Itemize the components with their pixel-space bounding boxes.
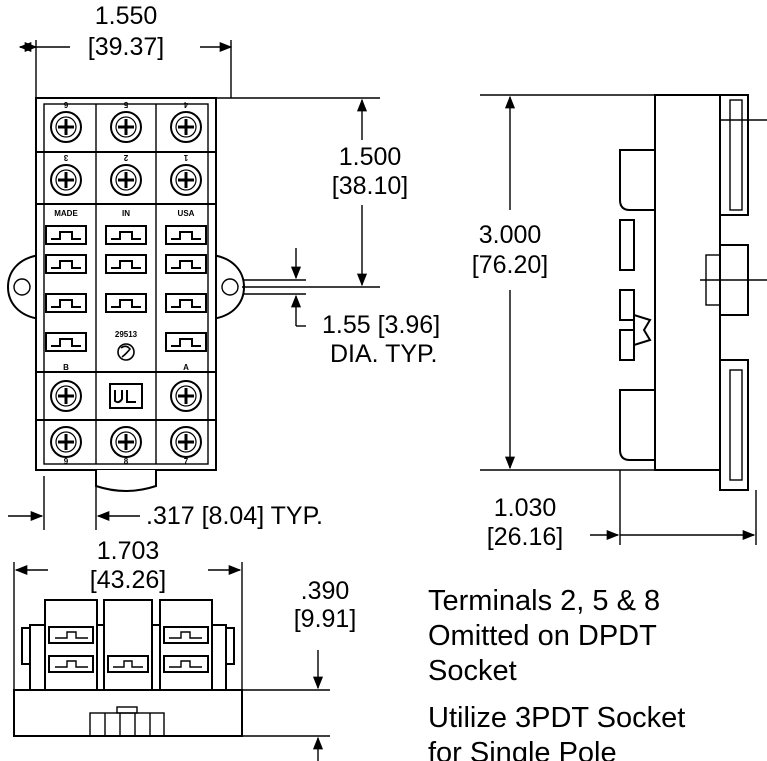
dim-hole-dia: 1.55 [3.96] <box>322 311 440 339</box>
note-line-3: Socket <box>428 655 517 687</box>
terminal-screw-7 <box>169 425 203 459</box>
dim-pitch: .317 [8.04] TYP. <box>146 502 323 530</box>
dim-depth-mm: [26.16] <box>487 523 563 551</box>
dimension-side-depth: 1.030 [26.16] <box>487 470 757 551</box>
dim-height-in: 3.000 <box>479 221 542 249</box>
terminal-screw-6 <box>49 110 83 144</box>
terminal-number-7: 7 <box>184 457 189 466</box>
dim-spacing-in: 1.500 <box>339 143 402 171</box>
terminal-number-1: 1 <box>183 153 188 162</box>
left-mounting-hole <box>13 278 31 296</box>
note-line-5: for Single Pole <box>428 737 617 761</box>
dimension-top-width: 1.550 [39.37] <box>18 2 233 98</box>
label-made: MADE <box>54 209 78 218</box>
part-number-label: 29513 <box>115 330 138 339</box>
notes: Terminals 2, 5 & 8 Omitted on DPDT Socke… <box>428 585 685 761</box>
label-in: IN <box>122 209 130 218</box>
dimension-bottom-width: 1.703 [43.26] <box>13 537 243 690</box>
bottom-view <box>13 599 243 737</box>
dimension-height: 3.000 [76.20] <box>472 94 655 471</box>
dimension-hole-diameter: 1.55 [3.96] DIA. TYP. <box>244 248 440 368</box>
dim-depth-in: 1.030 <box>494 494 557 522</box>
dim-bottom-height-in: .390 <box>301 577 350 605</box>
terminal-screw-5 <box>109 110 143 144</box>
dim-spacing-mm: [38.10] <box>332 172 408 200</box>
terminal-number-4: 4 <box>183 100 188 109</box>
terminal-screw-8 <box>109 425 143 459</box>
coil-a-label: A <box>183 363 189 372</box>
terminal-screw-4 <box>169 110 203 144</box>
terminal-number-6: 6 <box>63 100 68 109</box>
terminal-screw-b <box>49 379 83 413</box>
csa-logo-icon <box>117 343 135 361</box>
terminal-number-5: 5 <box>123 100 128 109</box>
terminal-number-3: 3 <box>63 153 68 162</box>
note-line-2: Omitted on DPDT <box>428 620 657 652</box>
terminal-screw-3 <box>49 163 83 197</box>
left-mounting-ear <box>6 253 41 321</box>
terminal-screw-9 <box>49 425 83 459</box>
dim-bottom-width-mm: [43.26] <box>90 566 166 594</box>
terminal-number-8: 8 <box>124 457 129 466</box>
terminal-screw-1 <box>169 163 203 197</box>
dim-top-width-in: 1.550 <box>95 2 158 30</box>
terminal-number-2: 2 <box>123 153 128 162</box>
right-mounting-hole <box>221 278 239 296</box>
note-line-4: Utilize 3PDT Socket <box>428 702 685 734</box>
dimension-terminal-spacing: 1.500 [38.10] <box>216 97 408 288</box>
note-line-1: Terminals 2, 5 & 8 <box>428 585 660 617</box>
terminal-screw-a <box>169 379 203 413</box>
dim-bottom-height-mm: [9.91] <box>294 605 357 633</box>
label-usa: USA <box>178 209 195 218</box>
coil-b-label: B <box>63 363 69 372</box>
dim-top-width-mm: [39.37] <box>88 33 164 61</box>
terminal-number-9: 9 <box>64 457 69 466</box>
dim-hole-dia-note: DIA. TYP. <box>330 340 437 368</box>
bottom-latch-tab <box>95 470 157 492</box>
top-view: 6 5 4 3 2 1 MADE IN USA 29513 B A <box>6 97 246 492</box>
dim-height-mm: [76.20] <box>472 251 548 279</box>
side-view <box>619 94 767 491</box>
dimension-bottom-height: .390 [9.91] <box>212 577 356 761</box>
ul-logo-icon <box>109 383 143 409</box>
terminal-screw-2 <box>109 163 143 197</box>
dimension-pitch: .317 [8.04] TYP. <box>8 476 323 530</box>
dim-bottom-width-in: 1.703 <box>97 537 160 565</box>
